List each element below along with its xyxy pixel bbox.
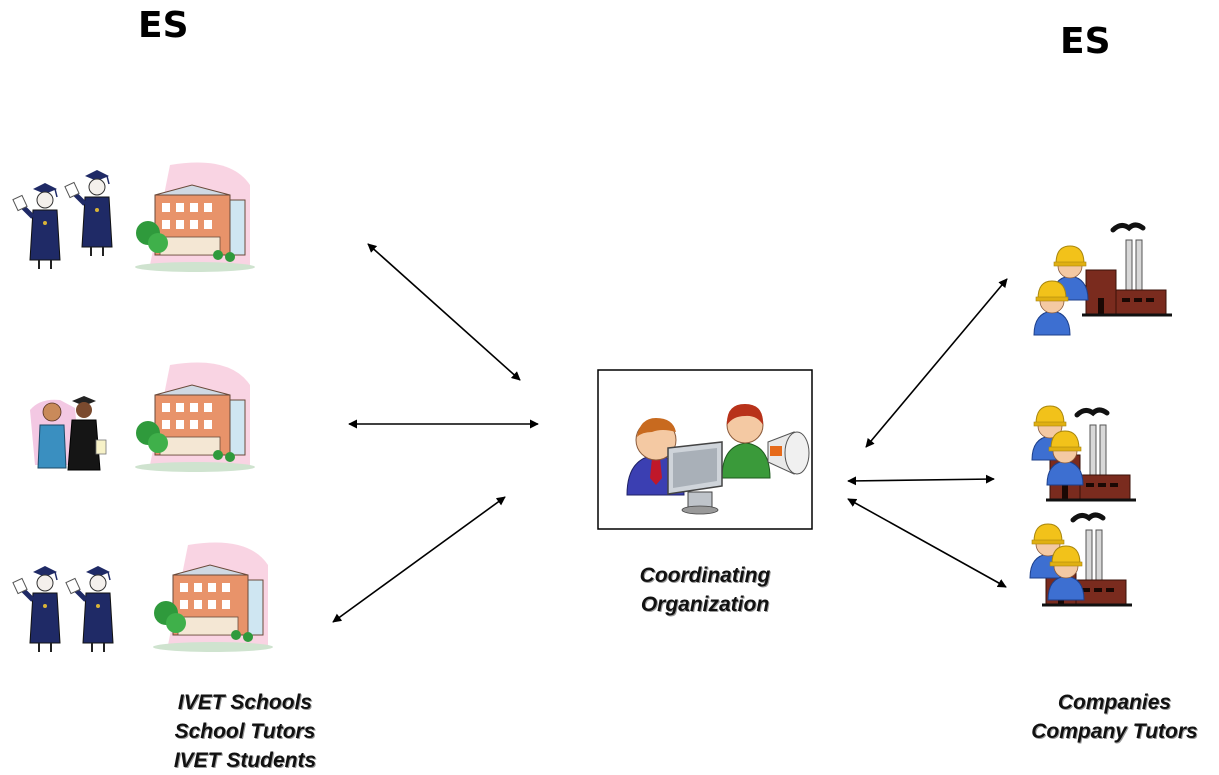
arrow-companies-bottom (847, 498, 1007, 588)
caption-line: Companies (1057, 691, 1172, 714)
heading-es-left: ES (138, 5, 189, 46)
caption-line: IVET Students (173, 749, 317, 772)
school-building-icon (134, 162, 256, 273)
company-group-1 (1033, 225, 1172, 336)
arrow-companies-top (865, 278, 1008, 448)
caption-line: School Tutors (174, 720, 316, 743)
arrow-companies-middle (847, 474, 995, 486)
graduate-icon (13, 566, 60, 652)
arrow-schools-top (367, 243, 521, 381)
caption-line: Company Tutors (1031, 720, 1198, 743)
connector-arrows (332, 243, 1008, 623)
teacher-student-icon (30, 396, 107, 471)
caption-coordinating-organization: Coordinating Organization (600, 561, 810, 619)
graduates-group-1 (13, 170, 112, 269)
caption-schools: IVET Schools School Tutors IVET Students (130, 688, 360, 775)
graduate-icon (65, 170, 112, 256)
coordinating-organization-box (597, 369, 813, 530)
caption-companies: Companies Company Tutors (1010, 688, 1219, 746)
school-building-icon (152, 542, 274, 653)
caption-line: Organization (640, 593, 770, 616)
graduates-group-2 (13, 566, 113, 652)
school-building-icon (134, 362, 256, 473)
graduate-icon (13, 183, 60, 269)
worker-icon (1033, 280, 1071, 336)
graduate-icon (66, 566, 113, 652)
people-megaphone-icon (626, 404, 810, 515)
company-group-3 (1029, 515, 1132, 605)
factory-icon (1082, 225, 1172, 315)
caption-line: Coordinating (639, 564, 771, 587)
caption-line: IVET Schools (177, 691, 313, 714)
company-group-2 (1031, 405, 1136, 500)
heading-es-right: ES (1060, 21, 1111, 62)
arrow-schools-bottom (332, 496, 506, 623)
